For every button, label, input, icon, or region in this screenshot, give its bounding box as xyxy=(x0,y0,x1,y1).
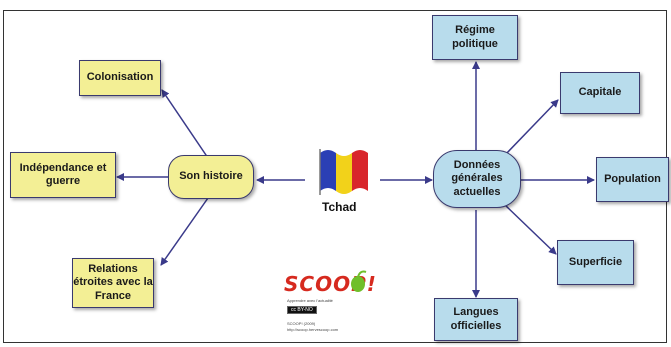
license-label: BY-NO xyxy=(297,307,313,313)
edge-to-capitale xyxy=(504,99,559,156)
edge-to-relations xyxy=(160,197,209,266)
logo-tagline: Apprendre avec l'actualité xyxy=(287,298,333,303)
logo-footer-line-1: SCOOP! (2009) xyxy=(287,321,316,326)
flag-icon xyxy=(319,149,368,195)
center-label: Tchad xyxy=(322,200,357,214)
edge-to-superficie xyxy=(504,204,557,255)
hub-donnees: Données générales actuelles xyxy=(433,150,521,208)
node-independance: Indépendance et guerre xyxy=(10,152,116,198)
node-superficie: Superficie xyxy=(557,240,634,285)
node-colonisation: Colonisation xyxy=(79,60,161,96)
node-capitale: Capitale xyxy=(560,72,640,114)
cc-icon: cc xyxy=(291,307,296,313)
node-regime: Régime politique xyxy=(432,15,518,60)
license-badge: cc BY-NO xyxy=(287,306,317,314)
node-langues: Langues officielles xyxy=(434,298,518,341)
logo-footer-line-2: http://scoop.hervescoop.com xyxy=(287,327,339,332)
logo-leaf-icon xyxy=(351,270,367,292)
edge-to-colonisation xyxy=(161,89,209,159)
node-relations: Relations étroites avec la France xyxy=(72,258,154,308)
hub-son-histoire: Son histoire xyxy=(168,155,254,199)
node-population: Population xyxy=(596,157,669,202)
